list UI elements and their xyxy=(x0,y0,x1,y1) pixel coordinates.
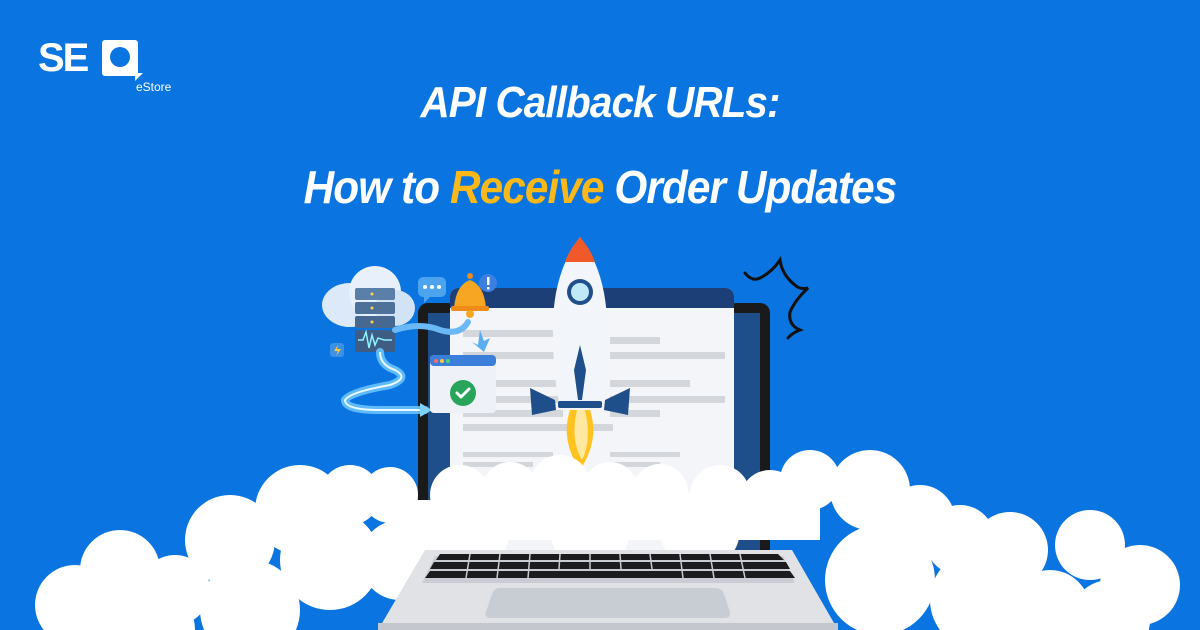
laptop-base xyxy=(378,550,838,630)
brand-logo[interactable]: SE eStore xyxy=(38,36,172,96)
headline-highlight: Receive xyxy=(449,161,604,213)
headline-prefix: How to xyxy=(303,161,450,213)
chat-bubble-icon xyxy=(418,277,446,303)
logo-wordmark: SE xyxy=(38,36,89,80)
headline-line-2: How to Receive Order Updates xyxy=(48,160,1152,214)
rocket-icon xyxy=(530,237,630,470)
headline-line-1: API Callback URLs: xyxy=(420,78,780,127)
success-window-icon xyxy=(430,355,496,413)
down-arrow-icon xyxy=(472,330,490,352)
server-cloud-icon xyxy=(322,266,415,352)
burst-doodle-icon xyxy=(743,255,810,340)
data-flow-path xyxy=(340,348,429,414)
logo-subtitle: eStore xyxy=(136,80,172,94)
logo-magnifier-icon xyxy=(102,40,143,81)
clouds xyxy=(35,450,1180,630)
headline-suffix: Order Updates xyxy=(603,161,897,213)
notification-bell-icon xyxy=(451,273,497,318)
lightning-badge-icon xyxy=(330,343,344,357)
